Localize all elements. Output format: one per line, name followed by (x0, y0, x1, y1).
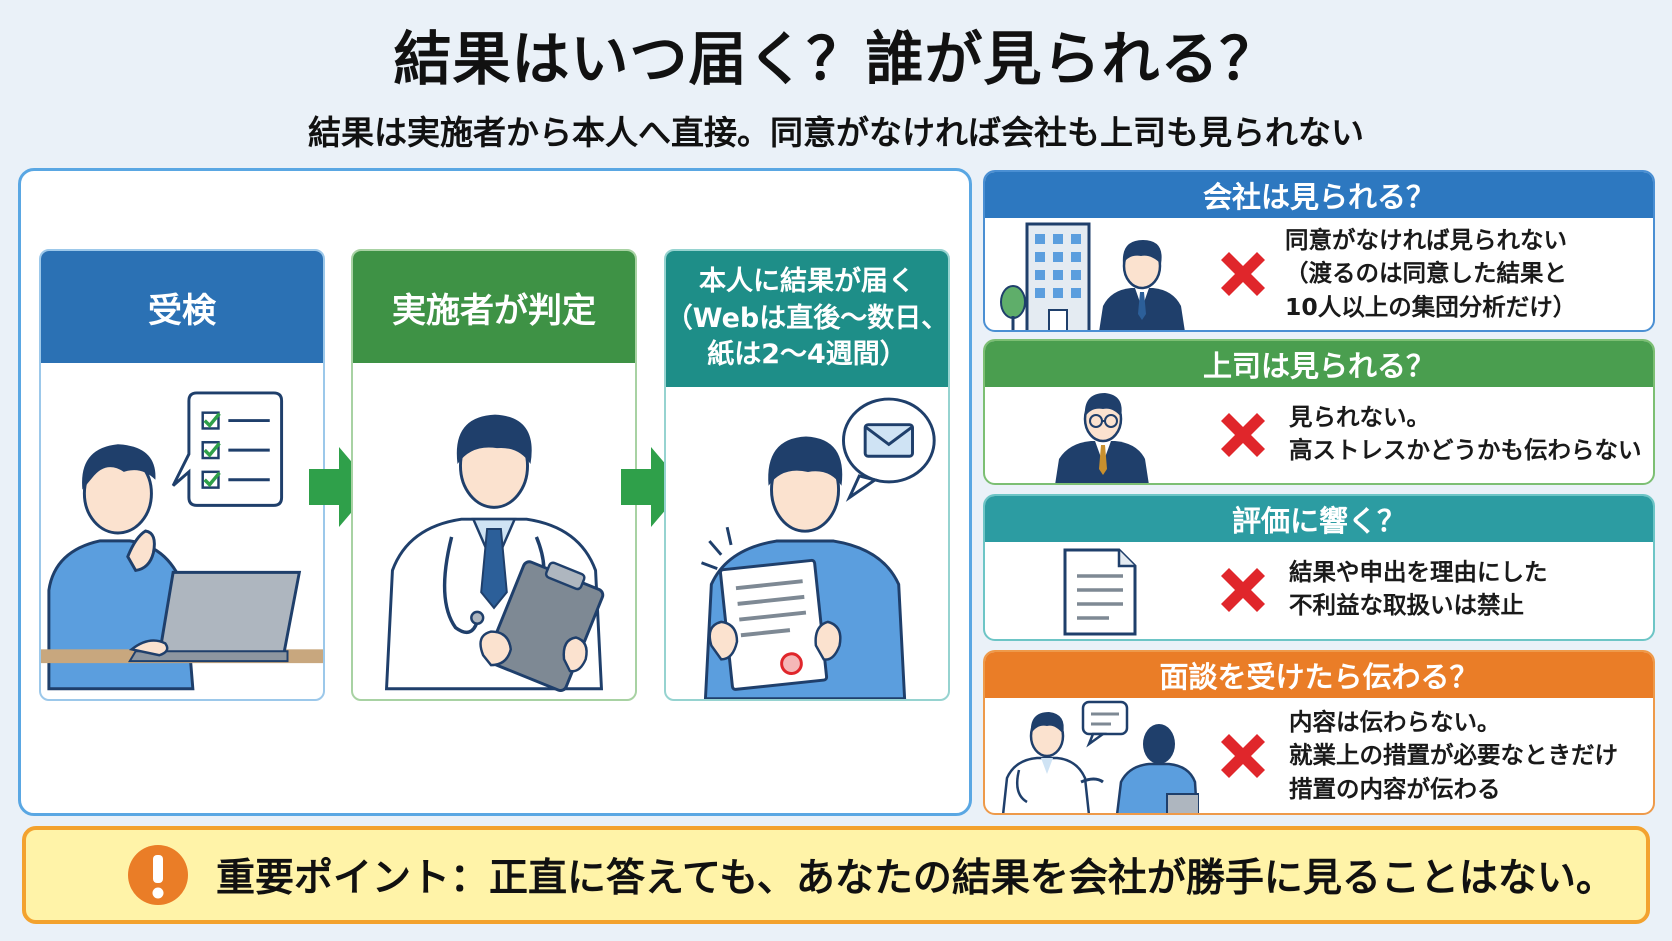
question-card-boss: 上司は見られる？ 見られない。 高ストレスかどうかも伝わらない (983, 339, 1655, 485)
speech-bubble-icon (1081, 700, 1129, 748)
arrow-right-icon (309, 447, 373, 527)
answer-line: 結果や申出を理由にした (1289, 558, 1548, 586)
answer-line: 不利益な取扱いは禁止 (1289, 591, 1524, 620)
answer-line: 措置の内容が伝わる (1289, 774, 1501, 803)
question-card-company: 会社は見られる？ (983, 170, 1655, 332)
key-point-banner: 重要ポイント：正直に答えても、あなたの結果を会社が勝手に見ることはない。 (22, 826, 1650, 924)
question-answer: 見られない。 高ストレスかどうかも伝わらない (1289, 401, 1645, 468)
x-mark-icon (1213, 405, 1273, 465)
question-title: 上司は見られる？ (985, 341, 1653, 387)
checklist-icon (171, 391, 284, 507)
arrow-right-icon (621, 447, 685, 527)
answer-line: （渡るのは同意した結果と (1285, 259, 1567, 288)
page-subtitle: 結果は実施者から本人へ直接。同意がなければ会社も上司も見られない (308, 113, 1364, 152)
question-card-interview: 面談を受けたら伝わる？ (983, 650, 1655, 815)
doctor-illustration (353, 363, 635, 699)
x-mark-icon (1213, 726, 1273, 786)
document-icon (999, 542, 1199, 639)
step-judgement: 実施者が判定 (351, 249, 637, 701)
x-mark-icon (1213, 244, 1273, 304)
step-judgement-label: 実施者が判定 (353, 251, 635, 363)
step-result-delivered: 本人に結果が届く （Webは直後〜数日、 紙は2〜4週間） (664, 249, 950, 701)
page-title: 結果はいつ届く？誰が見られる？ (393, 25, 1279, 93)
step-exam-label: 受検 (41, 251, 323, 363)
question-title: 面談を受けたら伝わる？ (985, 652, 1653, 698)
step-result-label-line: 本人に結果が届く (699, 266, 915, 298)
flow-panel: 受検 (18, 168, 972, 816)
answer-line: 見られない。 (1289, 403, 1430, 431)
step-result-label: 本人に結果が届く （Webは直後〜数日、 紙は2〜4週間） (666, 251, 948, 387)
building-icon (1025, 222, 1091, 330)
answer-line: 同意がなければ見られない (1285, 226, 1567, 254)
step-result-label-line: （Webは直後〜数日、 (665, 302, 949, 334)
answer-line: 内容は伝わらない。 (1289, 708, 1501, 736)
answer-line: 高ストレスかどうかも伝わらない (1289, 436, 1642, 465)
person-at-laptop-illustration (41, 363, 323, 699)
question-answer: 内容は伝わらない。 就業上の措置が必要なときだけ 措置の内容が伝わる (1289, 706, 1645, 806)
building-manager-illustration (999, 218, 1199, 330)
step-exam: 受検 (39, 249, 325, 701)
key-point-text: 重要ポイント：正直に答えても、あなたの結果を会社が勝手に見ることはない。 (216, 856, 1615, 901)
interview-illustration (999, 698, 1199, 813)
question-answer: 同意がなければ見られない （渡るのは同意した結果と 10人以上の集団分析だけ） (1285, 224, 1645, 324)
answer-line: 10人以上の集団分析だけ） (1285, 292, 1577, 321)
question-title: 評価に響く？ (985, 496, 1653, 542)
question-card-evaluation: 評価に響く？ 結果や申出を理由にした 不利益な取扱いは禁止 (983, 494, 1655, 641)
answer-line: 就業上の措置が必要なときだけ (1289, 741, 1618, 770)
x-mark-icon (1213, 560, 1273, 620)
question-answer: 結果や申出を理由にした 不利益な取扱いは禁止 (1289, 556, 1645, 623)
question-title: 会社は見られる？ (985, 172, 1653, 218)
exclamation-icon (126, 843, 190, 907)
boss-illustration (999, 387, 1199, 483)
envelope-icon (842, 397, 936, 502)
person-reading-result-illustration (666, 387, 948, 699)
step-result-label-line: 紙は2〜4週間） (707, 339, 907, 371)
